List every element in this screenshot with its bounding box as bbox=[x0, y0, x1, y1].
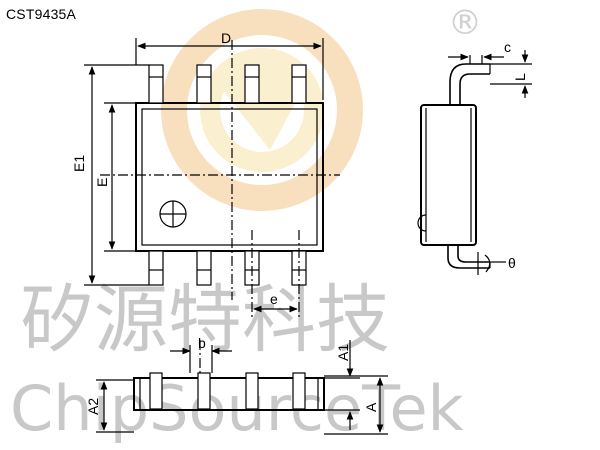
dim-e-label: e bbox=[270, 291, 278, 307]
package-body bbox=[135, 102, 324, 252]
dim-L-label: L bbox=[512, 73, 528, 81]
lower-lead bbox=[447, 245, 490, 269]
watermark-english-text: ChipSourceTek bbox=[10, 372, 464, 445]
pin1-mark bbox=[159, 200, 187, 228]
dim-A1-label: A1 bbox=[335, 344, 351, 361]
front-body bbox=[133, 377, 325, 411]
upper-lead bbox=[449, 63, 490, 105]
registered-mark: ® bbox=[448, 3, 482, 43]
dim-c-label: c bbox=[504, 39, 511, 55]
dim-E-label: E bbox=[94, 178, 110, 187]
part-number-title: CST9435A bbox=[6, 6, 77, 22]
watermark-chinese-text: 矽源特科技 bbox=[20, 277, 390, 363]
top-leads bbox=[148, 64, 307, 104]
front-view bbox=[96, 340, 388, 435]
package-body-inner-edge bbox=[141, 108, 318, 246]
dim-theta-label: θ bbox=[508, 255, 516, 271]
dim-b-label: b bbox=[198, 335, 206, 351]
dim-A2-label: A2 bbox=[85, 398, 101, 415]
dim-E1-label: E1 bbox=[71, 155, 87, 172]
dim-D-label: D bbox=[221, 30, 231, 46]
side-view bbox=[417, 50, 532, 275]
brand-logo-watermark bbox=[161, 9, 363, 211]
side-body bbox=[420, 104, 477, 246]
top-view bbox=[84, 38, 340, 320]
dim-A-label: A bbox=[363, 402, 379, 412]
